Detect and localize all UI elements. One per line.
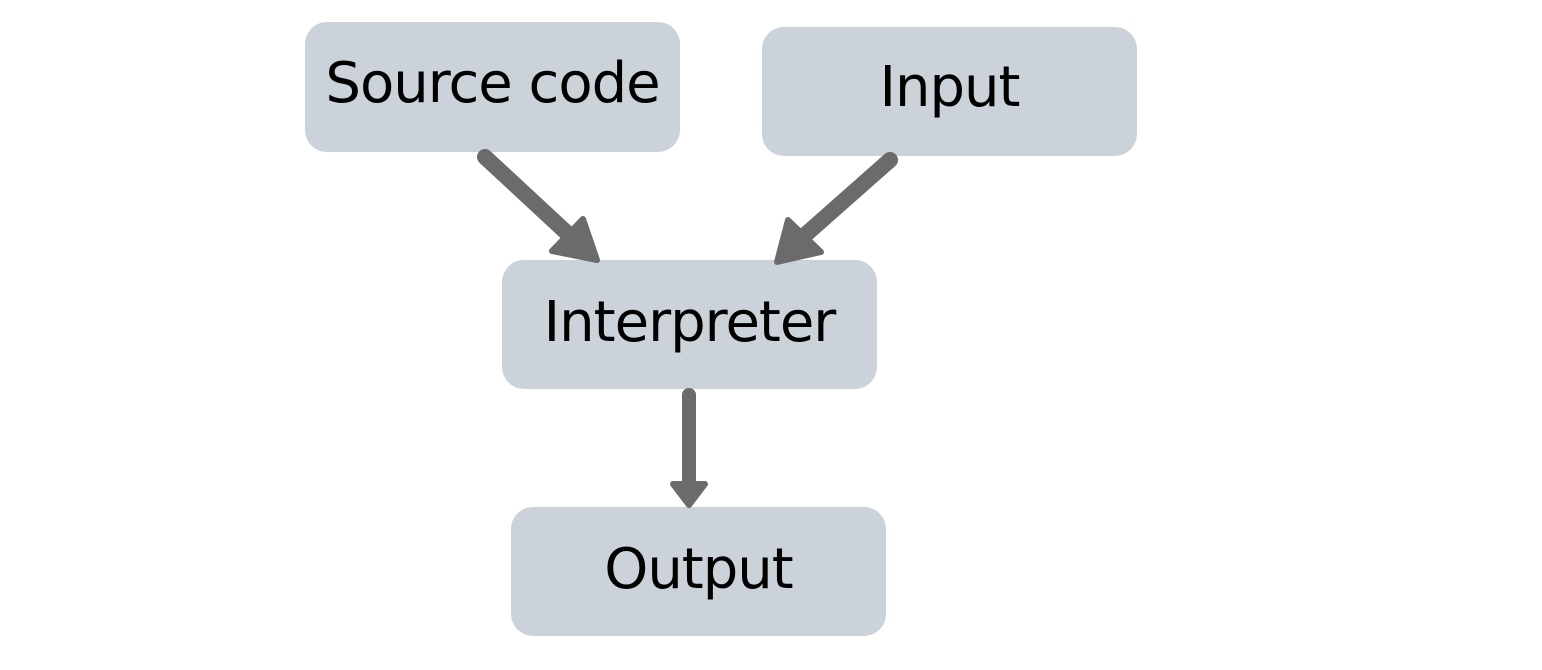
input-node: Input — [762, 27, 1137, 156]
arrow-source-to-interpreter — [477, 149, 600, 263]
input-label: Input — [879, 55, 1020, 120]
output-node: Output — [511, 507, 886, 636]
arrow-interpreter-to-output — [670, 388, 708, 508]
arrow-input-to-interpreter — [774, 152, 898, 265]
source-code-label: Source code — [325, 50, 660, 116]
source-code-node: Source code — [305, 22, 680, 152]
interpreter-node: Interpreter — [502, 260, 877, 389]
interpreter-label: Interpreter — [543, 290, 837, 355]
output-label: Output — [604, 537, 794, 602]
